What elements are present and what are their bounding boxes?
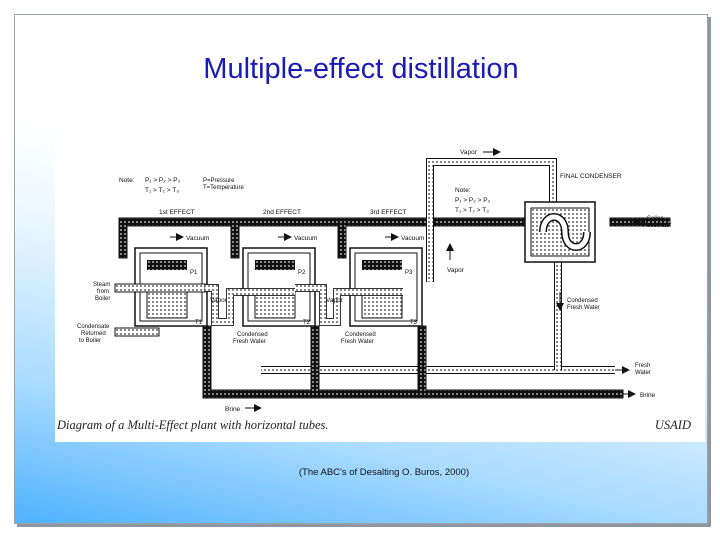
note-left-label: Note: [119, 177, 135, 184]
condensed-fresh-water-3-line2: Fresh Water [567, 305, 600, 311]
citation: (The ABC's of Desalting O. Buros, 2000) [298, 467, 470, 478]
brine-label-bottom: Brine [225, 406, 241, 412]
p2-label: P2 [298, 270, 306, 276]
effect-3 [349, 247, 423, 327]
vacuum-label-1: Vacuum [186, 235, 209, 242]
note-left-p: P₁ > P₂ > P₃ [145, 177, 181, 184]
condensed-fresh-water-1-line2: Fresh Water [233, 339, 266, 345]
diagram-labels: Note: P₁ > P₂ > P₃ T₁ > T₂ > T₃ P=Pressu… [77, 149, 671, 412]
steam-from-boiler-line1: Steam [93, 282, 110, 288]
final-condenser-label: FINAL CONDENSER [560, 173, 622, 180]
effect-1-label: 1st EFFECT [159, 209, 195, 216]
vapor-label-1: Vapor [210, 297, 228, 304]
note-right-label: Note: [455, 187, 471, 194]
note-right-p: P₁ > P₂ > P₃ [455, 197, 491, 204]
fresh-water-line2: Water [635, 370, 651, 376]
vapor-label-3: Vapor [447, 267, 465, 274]
saline-feedwater-line1: Saline [647, 216, 664, 222]
steam-from-boiler-line3: Boiler [95, 296, 110, 302]
t2-label: T2 [303, 320, 311, 326]
p3-label: P3 [405, 270, 413, 276]
vacuum-arrows [170, 148, 645, 311]
effect-2-label: 2nd EFFECT [263, 209, 301, 216]
vacuum-label-3: Vacuum [401, 235, 424, 242]
mef-diagram: Note: P₁ > P₂ > P₃ T₁ > T₂ > T₃ P=Pressu… [77, 148, 671, 412]
vapor-top-label: Vapor [460, 149, 478, 156]
p1-label: P1 [190, 270, 198, 276]
effect-3-label: 3rd EFFECT [370, 209, 407, 216]
figure-credit: USAID [654, 418, 691, 432]
note-left-t: T₁ > T₂ > T₃ [145, 187, 179, 194]
final-condenser [524, 201, 596, 263]
brine-label-right: Brine [640, 392, 656, 399]
note-right-t: T₁ > T₂ > T₃ [455, 207, 489, 214]
t1-label: T1 [195, 320, 203, 326]
steam-from-boiler-line2: from [97, 289, 109, 295]
condensate-line3: to Boiler [79, 338, 101, 344]
condensed-fresh-water-2-line2: Fresh Water [341, 339, 374, 345]
figure-caption: Diagram of a Multi-Effect plant with hor… [57, 418, 329, 432]
slide: Multiple-effect distillation [14, 14, 708, 524]
condensed-fresh-water-3-line1: Condensed [567, 298, 598, 304]
condensed-fresh-water-1-line1: Condensed [237, 332, 268, 338]
vacuum-label-2: Vacuum [294, 235, 317, 242]
vapor-label-2: Vapor [326, 297, 344, 304]
condensate-line2: Returned [81, 331, 106, 337]
fresh-water-line1: Fresh [635, 363, 650, 369]
condensed-fresh-water-2-line1: Condensed [345, 332, 376, 338]
figure-panel: Note: P₁ > P₂ > P₃ T₁ > T₂ > T₃ P=Pressu… [55, 132, 705, 442]
saline-feedwater-line2: Feedwater [643, 223, 671, 229]
slide-title: Multiple-effect distillation [203, 53, 519, 85]
condensate-line1: Condensate [77, 324, 110, 330]
legend-temperature: T=Temperature [203, 185, 245, 191]
legend-pressure: P=Pressure [203, 178, 235, 184]
vapor-tubes [114, 158, 557, 337]
t3-label: T3 [410, 320, 418, 326]
brine-pipe [202, 325, 636, 412]
